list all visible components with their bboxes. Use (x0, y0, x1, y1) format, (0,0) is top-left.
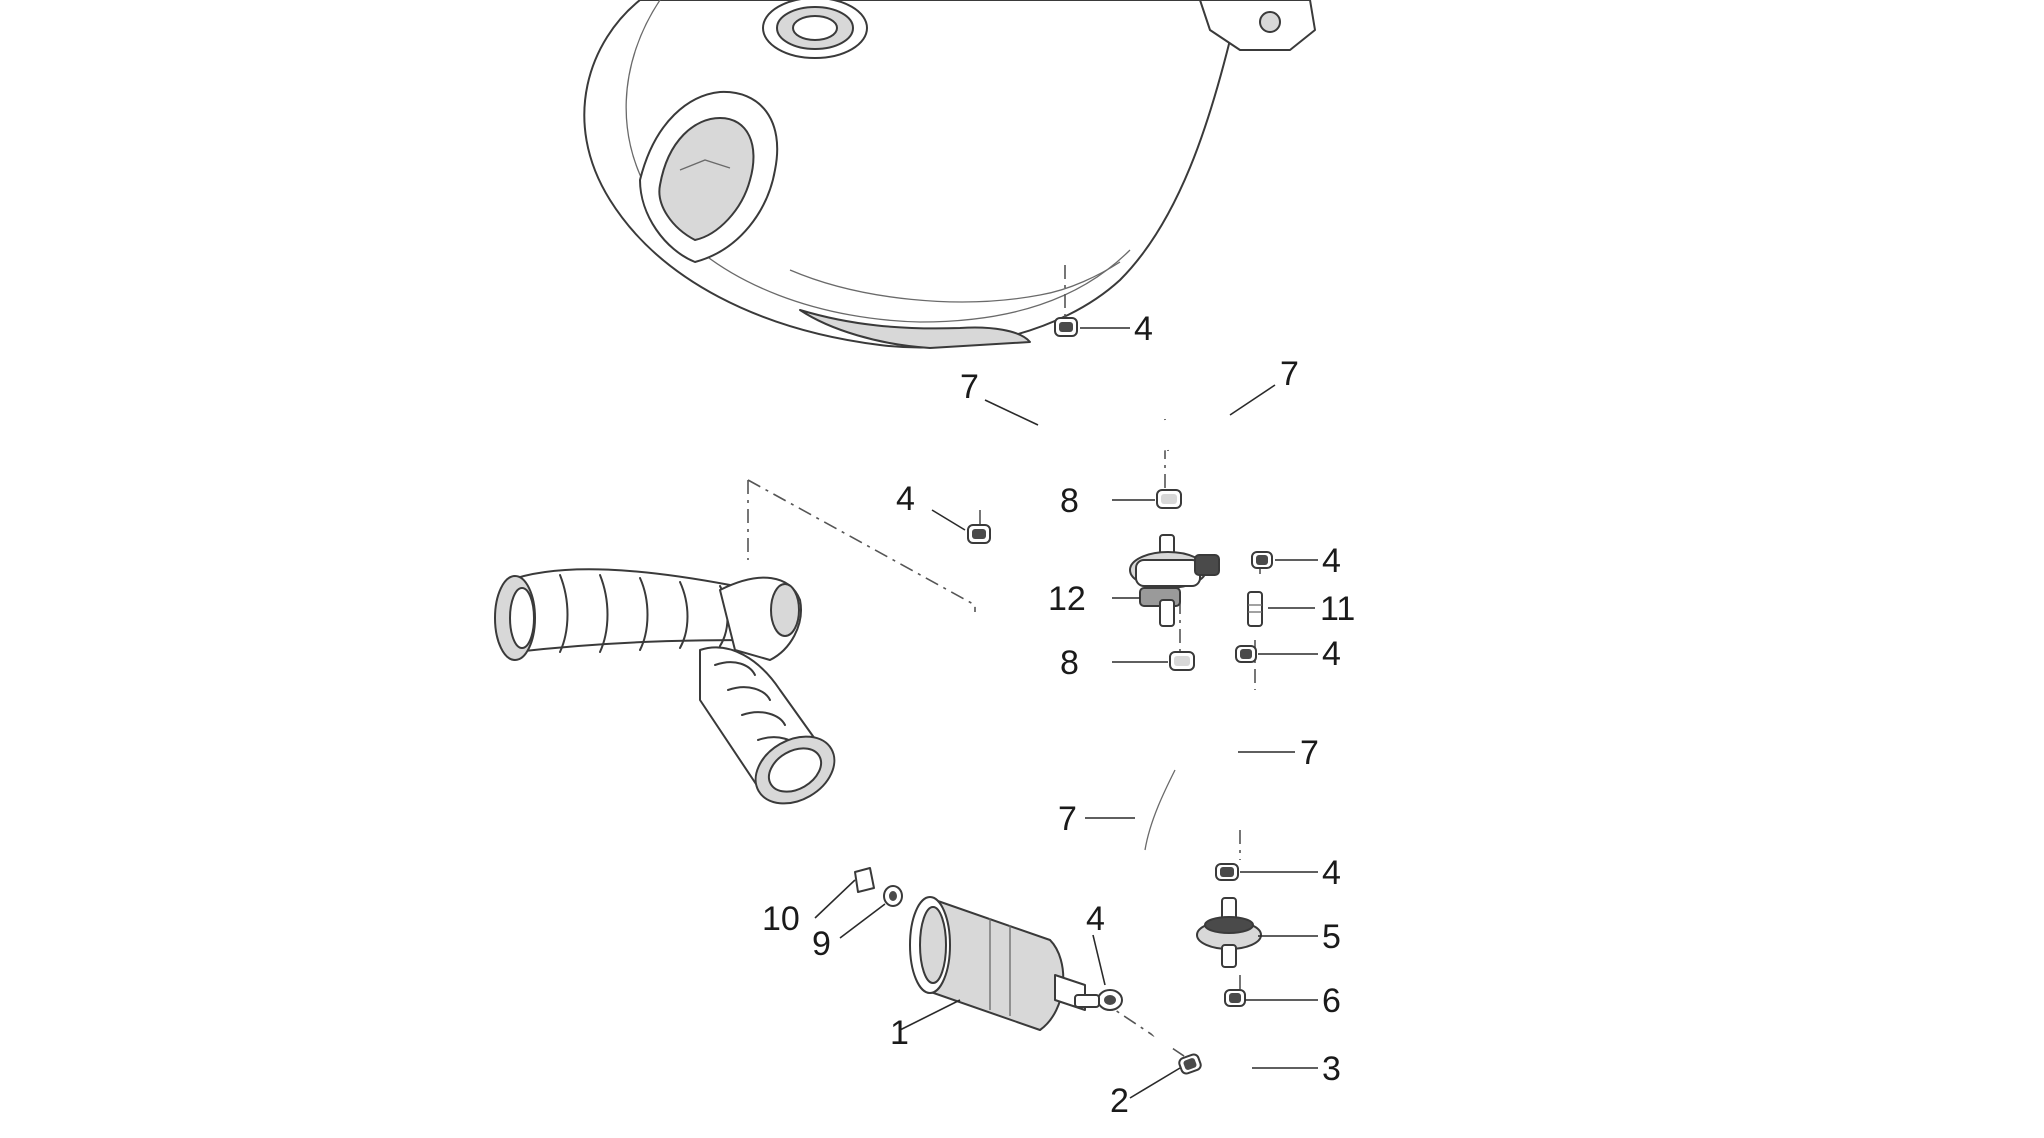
callout-8-top: 8 (1060, 482, 1079, 520)
callout-7-right: 7 (1280, 355, 1299, 393)
cap-10 (854, 867, 875, 893)
callout-12: 12 (1048, 580, 1086, 618)
fuel-tank (583, 0, 1316, 349)
filler-cap (762, 0, 868, 59)
callout-6: 6 (1322, 982, 1341, 1020)
clamp-4-right-a (1251, 551, 1273, 569)
callout-3: 3 (1322, 1050, 1341, 1088)
callout-4-left: 4 (896, 480, 915, 518)
callout-10: 10 (762, 900, 800, 938)
callout-4-right-c: 4 (1322, 854, 1341, 892)
leader-lines (814, 327, 1318, 1099)
hose-lower-right (1215, 686, 1239, 839)
callout-9: 9 (812, 925, 831, 963)
fitting-9 (883, 885, 903, 907)
callout-7-lower-left: 7 (1058, 800, 1077, 838)
clamp-6 (1224, 989, 1246, 1007)
clamp-4-top (1054, 317, 1078, 337)
tank-bracket (1199, 0, 1316, 51)
callout-7-left: 7 (960, 368, 979, 406)
callout-labels: 4 7 7 4 8 4 12 11 8 4 7 7 4 5 10 9 4 6 1… (762, 310, 1355, 1120)
purge-valve-12 (1129, 534, 1220, 627)
valve-5 (1196, 897, 1262, 968)
hose-lower-left (1121, 691, 1199, 1055)
callout-5: 5 (1322, 918, 1341, 956)
callout-4-top: 4 (1134, 310, 1153, 348)
clamp-4-canister (1097, 989, 1123, 1011)
callout-4-right-b: 4 (1322, 635, 1341, 673)
callout-7-lower-right: 7 (1300, 734, 1319, 772)
hose-upper-y (969, 350, 1279, 550)
clamp-8-top (1156, 489, 1182, 509)
clamp-2 (1178, 1053, 1202, 1075)
air-intake-duct (494, 479, 976, 805)
callout-8-mid: 8 (1060, 644, 1079, 682)
clamp-4-right-b (1235, 645, 1257, 663)
callout-11: 11 (1320, 590, 1355, 628)
clamp-4-left (967, 524, 991, 544)
clamp-8-mid (1169, 651, 1195, 671)
connector-11 (1247, 591, 1263, 627)
callout-1: 1 (890, 1014, 909, 1052)
callout-2: 2 (1110, 1082, 1129, 1120)
callout-4-right-a: 4 (1322, 542, 1341, 580)
knee-recess (639, 90, 779, 263)
hose-3 (1232, 1052, 1321, 1124)
clamp-4-right-c (1215, 863, 1239, 881)
duct-ribs-lower (714, 661, 801, 751)
charcoal-canister (909, 896, 1100, 1031)
callout-4-canister: 4 (1086, 900, 1105, 938)
